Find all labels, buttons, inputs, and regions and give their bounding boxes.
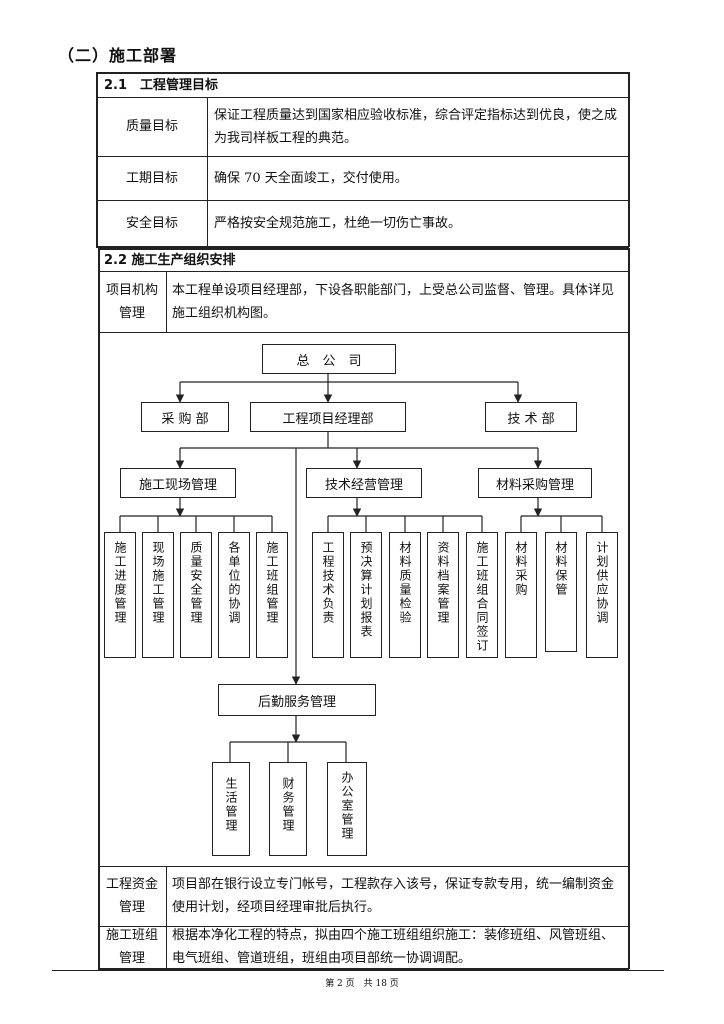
project-org-label: 项目机构管理 — [105, 283, 158, 321]
org-logistics-item: 财务管理 — [269, 762, 307, 856]
section-title: （二）施工部署 — [58, 46, 178, 65]
org-logistics-item: 生活管理 — [212, 762, 250, 856]
safety-goal-label: 安全目标 — [125, 216, 178, 231]
org-material-item: 计划供应协调 — [586, 532, 618, 658]
org-tech-item: 施工班组合同签订 — [466, 532, 498, 658]
org-tech-item: 资料档案管理 — [427, 532, 459, 658]
org-tech-dept: 技 术 部 — [485, 402, 577, 432]
org-tech-item: 材料质量检验 — [389, 532, 421, 658]
org-site-item: 施工进度管理 — [104, 532, 136, 658]
footer-rule — [52, 970, 664, 971]
org-logistics-item: 办公室管理 — [327, 762, 367, 856]
org-project-management: 工程项目经理部 — [250, 402, 406, 432]
team-mgmt-text: 根据本净化工程的特点，拟由四个施工班组组织施工：装修班组、风管班组、电气班组、管… — [172, 928, 615, 966]
team-mgmt-label: 施工班组管理 — [105, 928, 158, 966]
quality-goal-text: 保证工程质量达到国家相应验收标准，综合评定指标达到优良，使之成为我司样板工程的典… — [214, 107, 618, 146]
project-org-text: 本工程单设项目经理部，下设各职能部门，上受总公司监督、管理。具体详见施工组织机构… — [172, 283, 615, 321]
org-site-item: 质量安全管理 — [180, 532, 212, 658]
org-tech-management: 技术经营管理 — [306, 468, 422, 498]
safety-goal-text: 严格按安全规范施工，杜绝一切伤亡事故。 — [214, 216, 462, 231]
org-site-item: 施工班组管理 — [256, 532, 288, 658]
schedule-goal-text: 确保 70 天全面竣工，交付使用。 — [214, 171, 408, 186]
fund-mgmt-text: 项目部在银行设立专门帐号，工程款存入该号，保证专款专用，统一编制资金使用计划，经… — [172, 877, 615, 915]
org-site-management: 施工现场管理 — [120, 468, 236, 498]
org-material-purchasing: 材料采购管理 — [478, 468, 592, 498]
org-tech-item: 工程技术负责 — [312, 532, 344, 658]
org-head-office: 总 公 司 — [262, 344, 396, 374]
org-site-item: 各单位的协调 — [218, 532, 250, 658]
section-2-1-header: 2.1 工程管理目标 — [104, 78, 219, 93]
org-material-item: 材料保管 — [545, 532, 577, 652]
org-logistics: 后勤服务管理 — [218, 684, 376, 716]
quality-goal-label: 质量目标 — [125, 119, 178, 134]
page-number: 第 2 页 共 18 页 — [325, 979, 399, 989]
org-material-item: 材料采购 — [505, 532, 537, 658]
schedule-goal-label: 工期目标 — [125, 171, 178, 186]
org-tech-item: 预决算计划报表 — [350, 532, 382, 658]
fund-mgmt-label: 工程资金管理 — [105, 877, 158, 915]
section-2-2-header: 2.2 施工生产组织安排 — [104, 252, 236, 268]
org-purchasing-dept: 采 购 部 — [141, 402, 229, 432]
org-site-item: 现场施工管理 — [142, 532, 174, 658]
